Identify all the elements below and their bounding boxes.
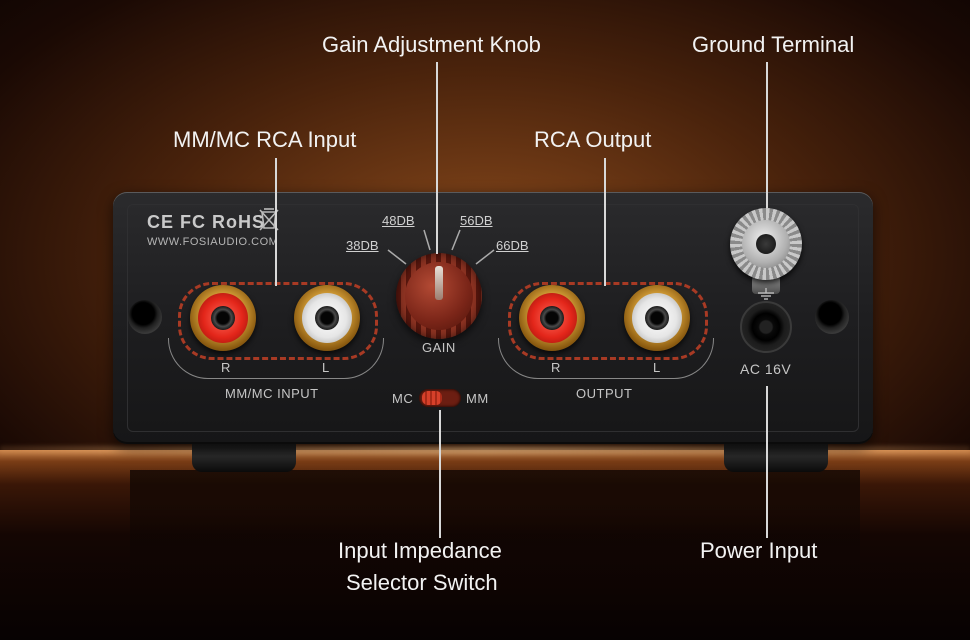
output-group-label: OUTPUT xyxy=(576,386,633,401)
impedance-switch-slider[interactable] xyxy=(422,391,442,405)
gain-adjustment-knob[interactable] xyxy=(396,253,482,339)
brand-website: WWW.FOSIAUDIO.COM xyxy=(147,236,279,248)
power-input-callout-line xyxy=(766,386,768,538)
ground-terminal-callout-line xyxy=(766,62,768,208)
rca-output-callout-line xyxy=(604,158,606,286)
input-l-jack-hole xyxy=(315,306,339,330)
input-r-label: R xyxy=(221,360,231,375)
output-l-rca-jack[interactable] xyxy=(624,285,690,351)
switch-mc-label: MC xyxy=(392,391,414,406)
input-r-rca-jack[interactable] xyxy=(190,285,256,351)
left-foot xyxy=(192,440,296,472)
input-l-label: L xyxy=(322,360,330,375)
power-input-callout: Power Input xyxy=(700,538,818,563)
output-l-jack-hole xyxy=(645,306,669,330)
output-dashed-outline xyxy=(508,282,708,360)
ground-terminal-callout: Ground Terminal xyxy=(692,32,855,57)
shelf-edge-glow xyxy=(0,446,970,454)
gain-knob-cap xyxy=(405,262,473,330)
certification-marks: CE FC RoHS xyxy=(147,212,265,232)
impedance-callout-line1: Input Impedance xyxy=(338,538,502,563)
gain-mark-48db: 48DB xyxy=(382,213,415,228)
impedance-switch-callout-line xyxy=(439,410,441,538)
rear-panel-inset xyxy=(127,204,859,432)
gain-knob-callout: Gain Adjustment Knob xyxy=(322,32,541,57)
gain-scale-ticks xyxy=(387,229,495,265)
input-group-label: MM/MC INPUT xyxy=(225,386,319,401)
input-l-rca-jack[interactable] xyxy=(294,285,360,351)
ground-terminal-base xyxy=(752,276,780,294)
rca-output-callout: RCA Output xyxy=(534,127,652,152)
gain-mark-56db: 56DB xyxy=(460,213,493,228)
right-mounting-screw xyxy=(815,300,849,334)
gain-mark-38db: 38DB xyxy=(346,238,379,253)
input-dashed-outline xyxy=(178,282,378,360)
output-r-label: R xyxy=(551,360,561,375)
output-r-jack-hole xyxy=(540,306,564,330)
input-bracket xyxy=(168,338,384,379)
rca-input-callout: MM/MC RCA Input xyxy=(173,127,357,152)
gain-mark-66db: 66DB xyxy=(496,238,529,253)
left-mounting-screw xyxy=(128,300,162,334)
power-input-jack[interactable] xyxy=(740,301,792,353)
input-r-jack-hole xyxy=(211,306,235,330)
gain-label: GAIN xyxy=(422,340,456,355)
output-r-rca-jack[interactable] xyxy=(519,285,585,351)
ground-symbol-icon xyxy=(758,288,774,300)
impedance-selector-switch[interactable] xyxy=(419,389,461,407)
rca-input-callout-line xyxy=(275,158,277,286)
power-rating-label: AC 16V xyxy=(740,361,792,377)
ground-terminal[interactable] xyxy=(730,208,802,280)
gain-knob-callout-line xyxy=(436,62,438,254)
output-bracket xyxy=(498,338,714,379)
switch-mm-label: MM xyxy=(466,391,489,406)
right-foot xyxy=(724,440,828,472)
impedance-callout-line2: Selector Switch xyxy=(346,570,498,595)
output-l-label: L xyxy=(653,360,661,375)
device-reflection xyxy=(130,470,860,590)
